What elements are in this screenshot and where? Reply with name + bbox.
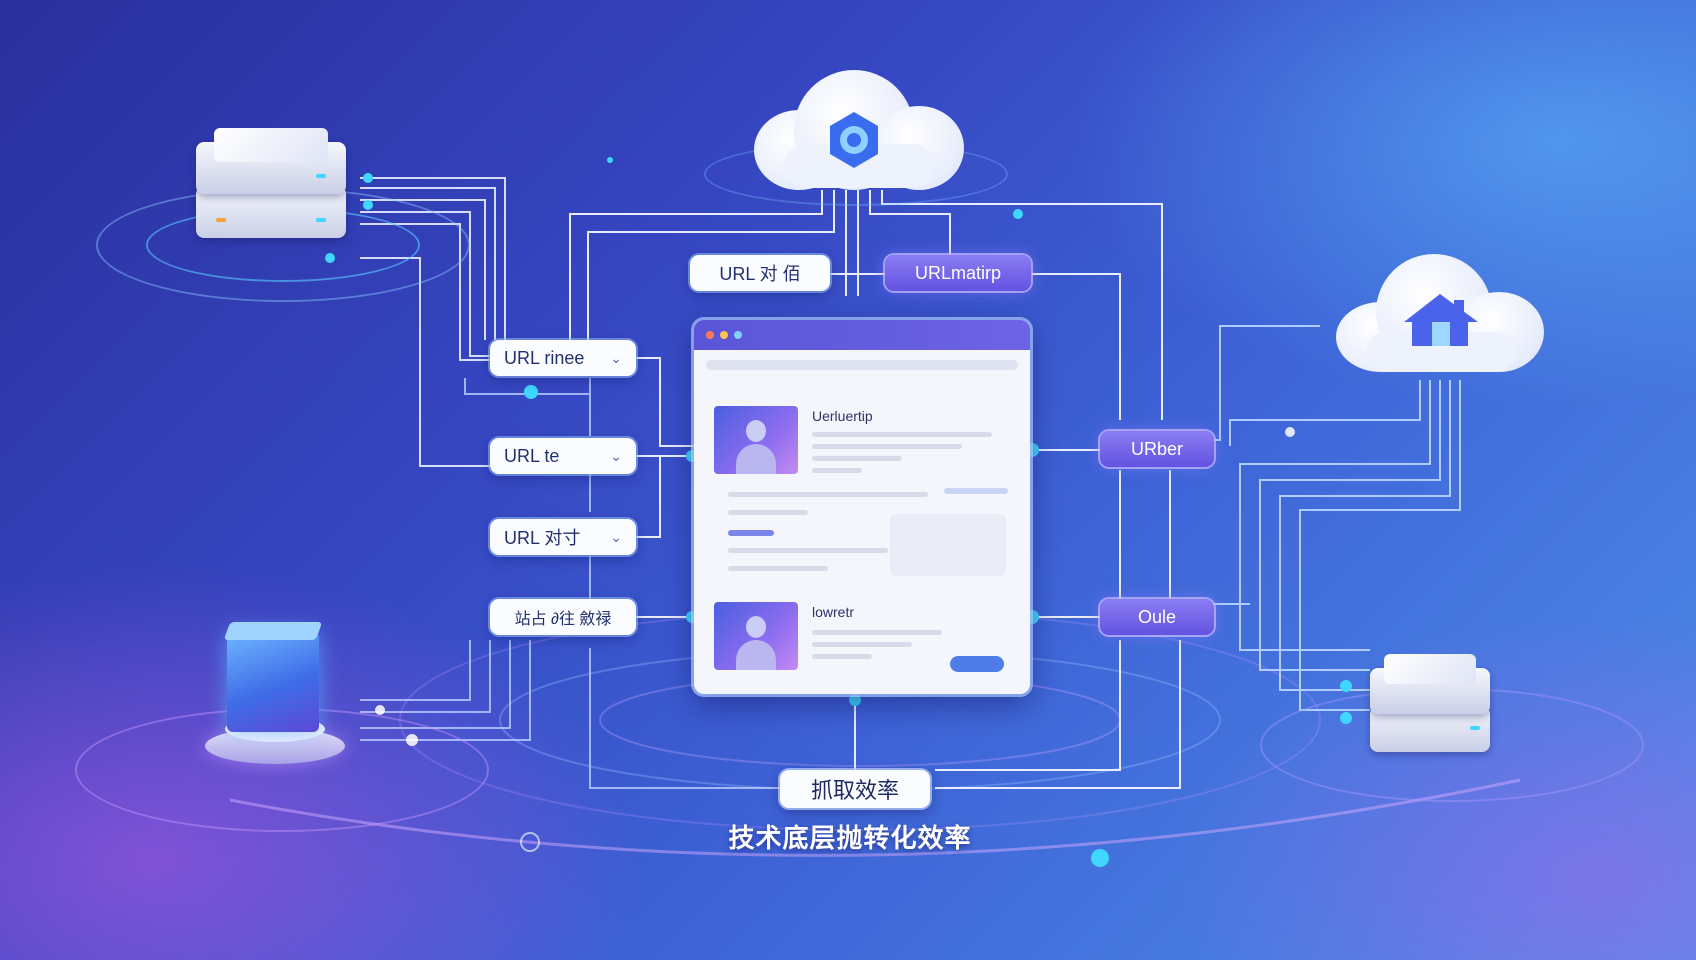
card-action-button[interactable] <box>950 656 1004 672</box>
url-node-1[interactable]: URL rinee ⌄ <box>490 340 636 376</box>
server-top-left <box>96 128 470 302</box>
url-top-node-2[interactable]: URLmatirp <box>885 255 1031 291</box>
chevron-down-icon: ⌄ <box>610 528 622 545</box>
right-node-2-label: Oule <box>1137 606 1177 627</box>
url-top-node-2-label: URLmatirp <box>914 262 1002 283</box>
right-node-1[interactable]: URber <box>1100 431 1214 467</box>
cloud-gear-icon <box>704 62 1008 206</box>
gear-icon <box>830 112 878 168</box>
chevron-down-icon: ⌄ <box>610 349 622 366</box>
site-node[interactable]: 站占 ∂往 斂禄 <box>490 599 636 635</box>
chevron-down-icon: ⌄ <box>610 447 622 464</box>
url-node-3-label: URL 对寸 <box>504 528 581 548</box>
right-node-2[interactable]: Oule <box>1100 599 1214 635</box>
browser-window-icon: Uerluertip lowretr <box>694 320 1030 694</box>
url-node-2[interactable]: URL te ⌄ <box>490 438 636 474</box>
url-node-1-label: URL rinee <box>504 347 585 368</box>
address-bar <box>706 360 1018 370</box>
diagram-caption: 技术底层抛转化效率 <box>728 823 972 853</box>
url-node-3[interactable]: URL 对寸 ⌄ <box>490 519 636 555</box>
card-1-title: Uerluertip <box>812 408 873 424</box>
url-top-node-1[interactable]: URL 对 佰 <box>690 255 830 291</box>
crawl-efficiency-label: 抓取效率 <box>780 770 930 808</box>
avatar <box>714 406 798 474</box>
right-node-1-label: URber <box>1130 438 1183 459</box>
url-node-2-label: URL te <box>504 445 560 466</box>
card-2-title: lowretr <box>812 604 855 620</box>
house-icon <box>1404 294 1478 346</box>
server-right <box>1260 648 1644 802</box>
url-top-node-1-label: URL 对 佰 <box>719 264 801 284</box>
site-node-label: 站占 ∂往 斂禄 <box>514 611 612 628</box>
database-cube-icon <box>75 618 489 832</box>
avatar <box>714 602 798 670</box>
cloud-house-icon <box>1330 250 1550 380</box>
browser-titlebar <box>694 320 1030 350</box>
